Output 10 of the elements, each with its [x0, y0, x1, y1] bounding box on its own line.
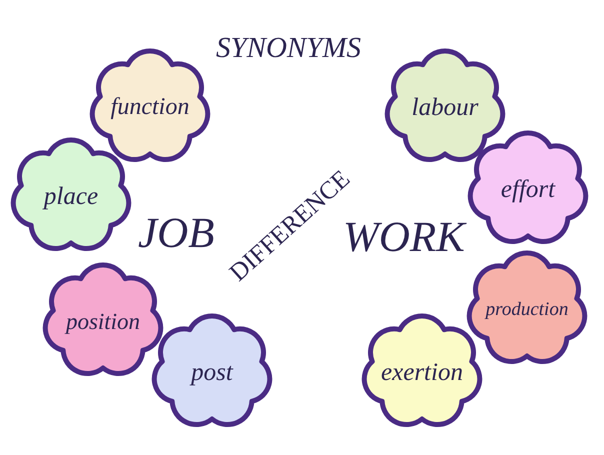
cloud-word: labour [412, 94, 478, 120]
cloud-word: place [44, 184, 98, 208]
cloud-word: function [110, 95, 190, 119]
cloud-word: production [486, 300, 568, 318]
center-word: JOB [138, 212, 214, 255]
cloud-word: post [191, 360, 233, 384]
heading-text: SYNONYMS [216, 34, 362, 63]
cloud-word: exertion [381, 360, 463, 384]
cloud-word: effort [500, 176, 556, 202]
cloud-word: position [66, 310, 140, 332]
